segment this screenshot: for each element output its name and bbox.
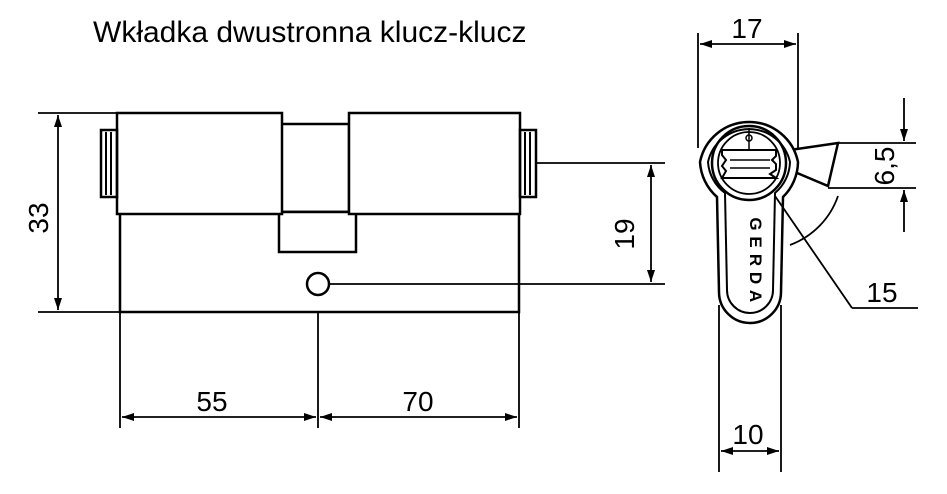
cam-gap — [277, 122, 351, 214]
dim-overall-height — [38, 112, 120, 313]
label-overall-height: 33 — [23, 202, 54, 233]
brand-letter: E — [746, 236, 765, 247]
left-plug — [115, 111, 284, 216]
cam — [789, 141, 840, 188]
plug-circle — [710, 124, 788, 202]
label-cam-width: 6,5 — [869, 147, 900, 186]
drawing-title: Wkładka dwustronna klucz-klucz — [93, 16, 527, 49]
cam-notch — [277, 210, 358, 254]
dim-bottom-width — [718, 305, 782, 472]
brand-letter: G — [746, 217, 765, 230]
label-top-width: 17 — [731, 13, 762, 44]
dim-cam-width — [828, 98, 916, 232]
label-left-length: 55 — [196, 386, 227, 417]
label-right-length: 70 — [402, 386, 433, 417]
side-view — [99, 111, 538, 314]
brand-letter: D — [746, 272, 765, 284]
label-screw-height: 19 — [609, 218, 640, 249]
label-bottom-width: 10 — [732, 419, 763, 450]
front-profile-inner — [706, 128, 792, 314]
brand-letters: G E R D A — [746, 217, 765, 302]
screw-hole — [305, 271, 331, 297]
right-face — [518, 128, 538, 199]
front-view — [698, 120, 840, 325]
brand-letter: R — [746, 254, 765, 266]
dim-top-width — [697, 33, 799, 148]
dim-screw-height — [330, 162, 665, 285]
key-slot — [720, 149, 780, 179]
right-plug — [347, 111, 522, 216]
dim-lengths — [119, 312, 520, 428]
dim-cam-radius — [774, 195, 918, 309]
left-face — [99, 128, 119, 199]
label-cam-radius: 15 — [866, 277, 897, 308]
brand-letter: A — [746, 290, 765, 302]
